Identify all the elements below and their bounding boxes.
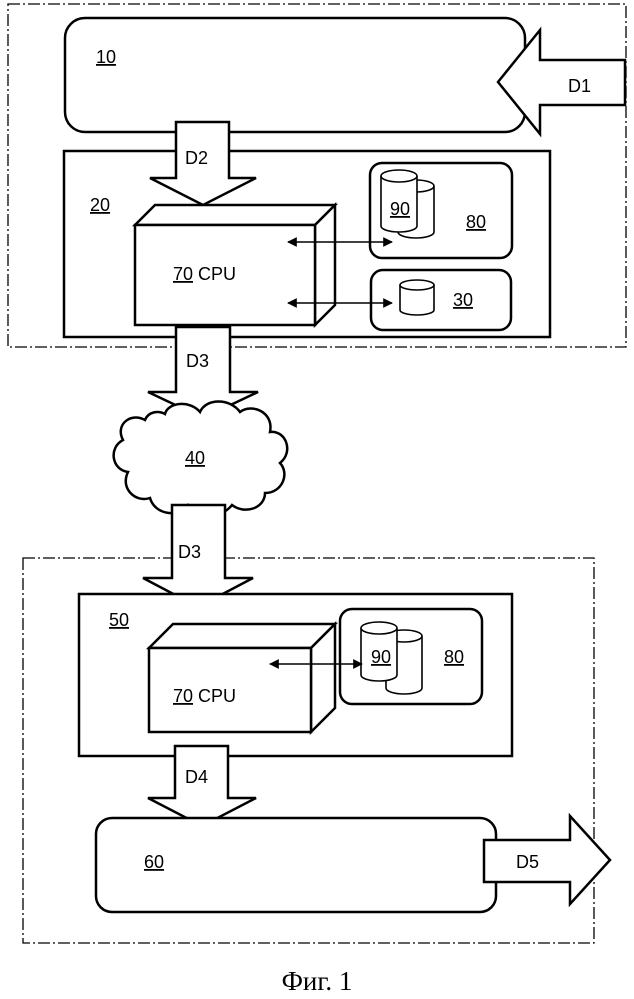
network-cloud: 40 [114,402,288,516]
d5-label: D5 [516,852,539,872]
figure-caption: Фиг. 1 [282,966,353,996]
svg-text:70 CPU: 70 CPU [173,264,236,284]
input-unit-label: 10 [96,47,116,67]
d5-arrow: D5 [484,816,610,904]
server-label: 20 [90,195,110,215]
d3-arrow-top: D3 [148,327,258,418]
svg-text:70 CPU: 70 CPU [173,686,236,706]
d3-label-top: D3 [186,351,209,371]
d4-label: D4 [185,767,208,787]
d2-label: D2 [185,148,208,168]
network-label: 40 [185,448,205,468]
output-unit-label: 60 [144,852,164,872]
storage-box [371,270,511,330]
cpu-suffix-lower: CPU [193,686,236,706]
cpu-suffix-upper: CPU [193,264,236,284]
cpu-number-lower: 70 [173,686,193,706]
database-icon-upper: 90 [381,170,434,238]
client-label: 50 [109,610,129,630]
input-unit-box [65,18,525,132]
database-group-label-lower: 80 [444,647,464,667]
storage-label: 30 [453,290,473,310]
cpu-number-upper: 70 [173,264,193,284]
d3-label-bottom: D3 [178,542,201,562]
cpu-box-upper: 70 CPU [135,205,335,325]
d1-label: D1 [568,76,591,96]
storage-cylinder-icon [400,280,434,315]
database-label-lower: 90 [371,647,391,667]
d4-arrow: D4 [148,746,256,826]
d3-arrow-bottom: D3 [143,505,253,607]
cpu-box-lower: 70 CPU [149,624,335,732]
database-group-label-upper: 80 [466,212,486,232]
database-label-upper: 90 [390,199,410,219]
